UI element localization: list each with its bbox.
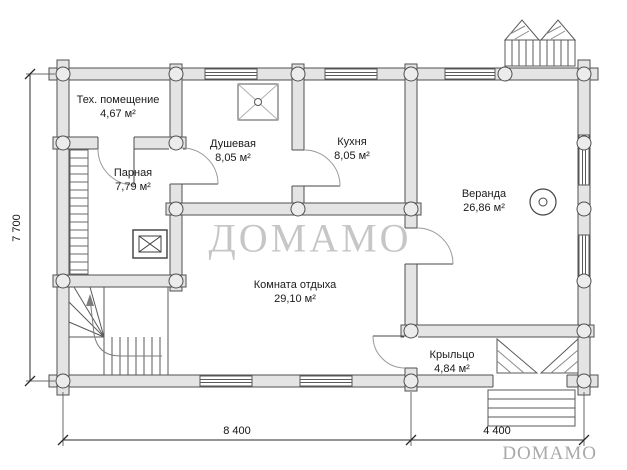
room-area: 8,05 м² (334, 150, 370, 162)
walls (48, 59, 599, 396)
dimension-height-total: 7 700 (11, 214, 23, 242)
dimension-lines (24, 68, 590, 446)
room-label-porch: Крыльцо 4,84 м² (430, 348, 475, 376)
window (299, 375, 353, 387)
wall-exterior-top (48, 67, 599, 81)
room-name: Парная (113, 167, 153, 179)
room-label-tech: Тех. помещение 4,67 м² (77, 93, 160, 121)
stove-icon (132, 229, 168, 259)
wall-interior-v2 (291, 63, 305, 216)
round-table-icon (529, 188, 557, 216)
opening-porch-exit (492, 374, 568, 388)
room-area: 7,79 м² (115, 181, 151, 193)
door-kitchen (291, 149, 341, 187)
room-area: 4,67 м² (100, 108, 136, 120)
room-label-steam: Парная 7,79 м² (114, 166, 152, 194)
door-shower (169, 147, 219, 185)
stair-direction-arrow (86, 294, 94, 306)
wall-interior-h4 (400, 324, 595, 338)
room-name: Крыльцо (429, 349, 475, 361)
dimension-width-porch: 4 400 (483, 425, 511, 437)
window (324, 68, 378, 80)
entrance-canopy-icon (503, 19, 577, 67)
wall-interior-h3 (52, 274, 187, 288)
room-area: 29,10 м² (274, 293, 316, 305)
room-area: 4,84 м² (434, 363, 470, 375)
room-name: Кухня (337, 136, 367, 148)
room-name: Тех. помещение (76, 94, 160, 106)
room-name: Веранда (461, 188, 507, 200)
exterior-steps-icon (487, 389, 576, 427)
room-label-lounge: Комната отдыха 29,10 м² (254, 278, 337, 306)
room-area: 26,86 м² (463, 202, 505, 214)
dimension-width-main: 8 400 (223, 425, 251, 437)
windows (199, 68, 590, 387)
wall-exterior-left (56, 59, 70, 396)
window (199, 375, 253, 387)
shower-tray-icon (237, 83, 279, 121)
door-lounge-to-porch (372, 335, 418, 369)
room-label-veranda: Веранда 26,86 м² (462, 187, 506, 215)
room-label-shower: Душевая 8,05 м² (210, 137, 256, 165)
room-name: Комната отдыха (253, 279, 337, 291)
porch-stairs-icon (496, 337, 579, 374)
door-lounge-to-veranda (404, 227, 454, 265)
window (444, 68, 496, 80)
sauna-bench-symbol (69, 149, 89, 275)
room-name: Душевая (210, 138, 256, 150)
room-label-kitchen: Кухня 8,05 м² (334, 135, 370, 163)
window (204, 68, 258, 80)
log-joints (55, 66, 592, 389)
room-area: 8,05 м² (215, 152, 251, 164)
staircase (68, 286, 169, 375)
door-tech-to-steam (97, 136, 135, 186)
wall-exterior-right (577, 59, 591, 396)
